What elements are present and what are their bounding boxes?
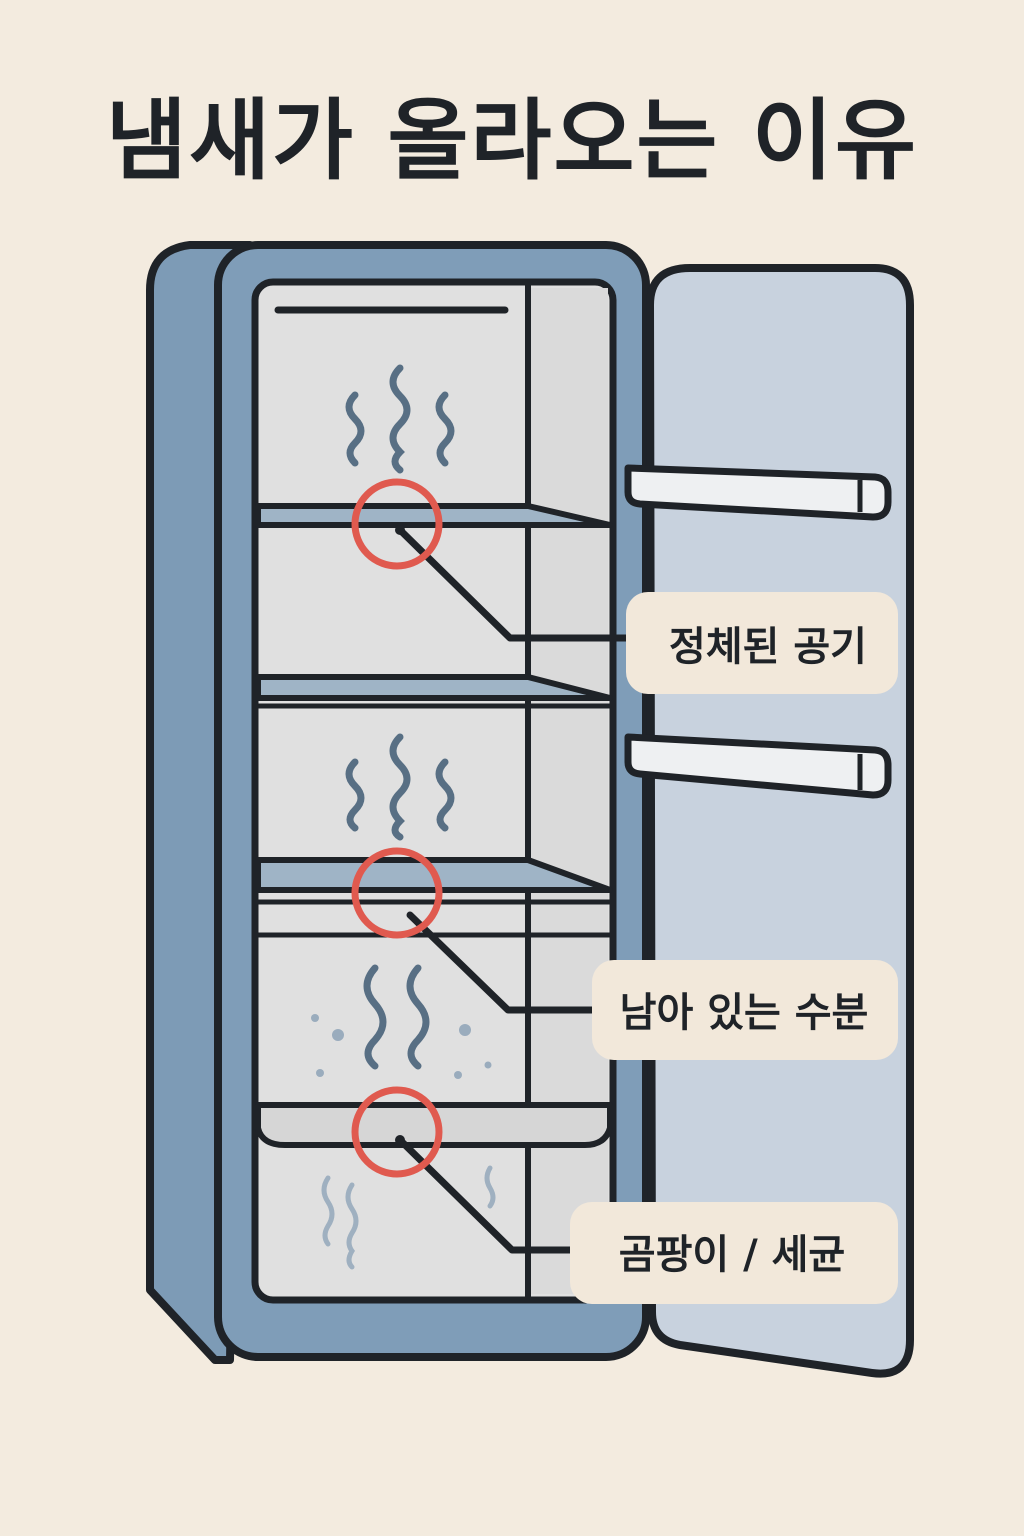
leader-dots xyxy=(395,525,405,1145)
callout-label: 곰팡이 / 세균 xyxy=(619,1232,845,1278)
highlight-circle-stagnant-air xyxy=(351,478,443,570)
odor-waves-lower xyxy=(363,964,430,1070)
door-bin-upper xyxy=(624,464,892,521)
odor-waves-crisper xyxy=(321,1165,496,1270)
leader-line-2 xyxy=(406,911,596,1014)
callout-stagnant-air: 정체된 공기 xyxy=(626,592,898,694)
highlight-circle-mold xyxy=(351,1086,443,1178)
odor-waves-middle xyxy=(345,733,455,841)
door-bin-lower xyxy=(624,733,892,799)
callout-label: 정체된 공기 xyxy=(669,624,867,670)
callout-mold-bacteria: 곰팡이 / 세균 xyxy=(570,1202,898,1304)
leader-lines xyxy=(396,526,634,1254)
shelf-2 xyxy=(255,674,613,709)
odor-waves-top xyxy=(345,364,455,474)
callout-box xyxy=(570,1202,898,1304)
crisper-drawer xyxy=(255,1102,613,1148)
callout-moisture: 남아 있는 수분 xyxy=(592,960,898,1060)
highlight-circles xyxy=(351,478,443,1178)
highlight-circle-moisture xyxy=(351,847,443,939)
callout-box xyxy=(626,592,898,694)
moisture-droplets xyxy=(311,1014,492,1079)
leader-line-1 xyxy=(396,526,634,642)
fridge-door xyxy=(646,264,914,1378)
fridge-interior xyxy=(251,278,617,1304)
callout-label: 남아 있는 수분 xyxy=(620,990,869,1036)
page-title: 냄새가 올라오는 이유 xyxy=(106,89,918,192)
callout-box xyxy=(592,960,898,1060)
leader-line-3 xyxy=(396,1136,582,1254)
